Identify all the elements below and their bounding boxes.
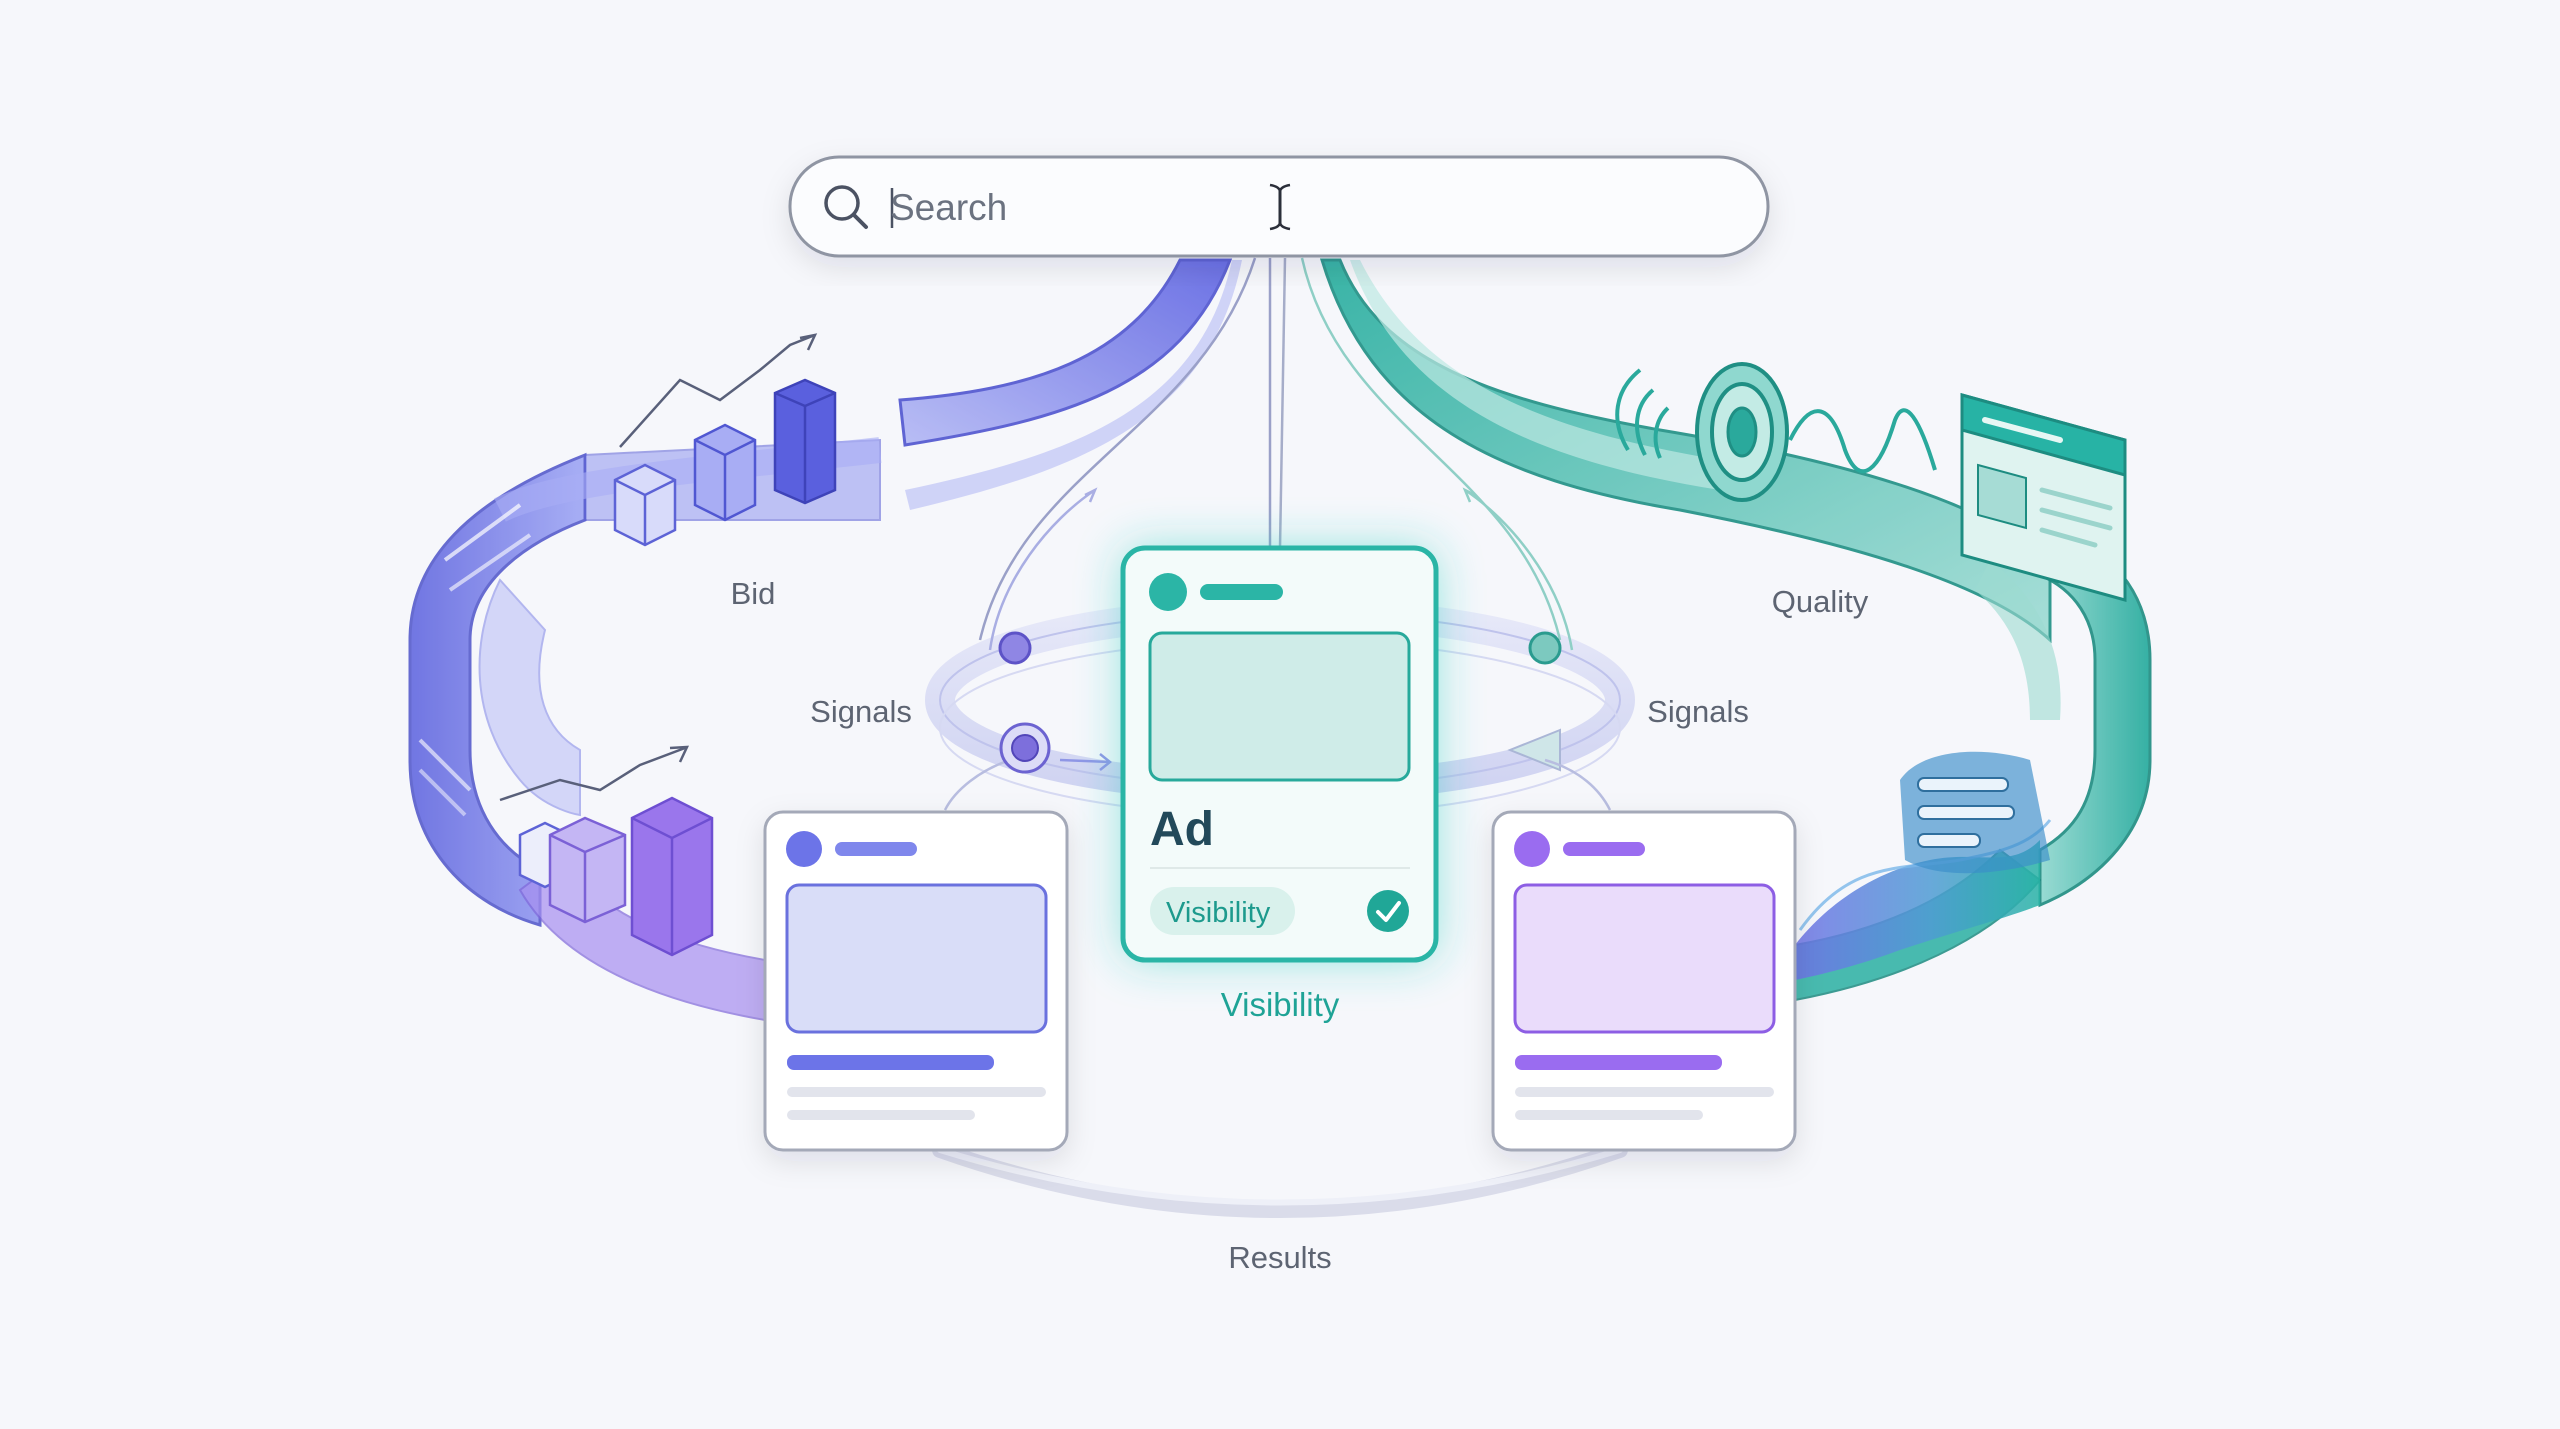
avatar: [1149, 573, 1187, 611]
avatar: [1514, 831, 1550, 867]
ad-title: Ad: [1150, 803, 1214, 856]
connector-lines: [943, 257, 1612, 811]
title-placeholder: [1563, 842, 1645, 856]
visibility-chip[interactable]: [1150, 887, 1295, 935]
text-cursor-icon: [1269, 183, 1291, 231]
title-placeholder: [1200, 584, 1283, 600]
label-signals-left: Signals: [810, 694, 912, 729]
visibility-chip-label: Visibility: [1166, 897, 1271, 929]
result-card-right[interactable]: [1491, 810, 1797, 1152]
search-bar[interactable]: Search: [788, 155, 1770, 258]
image-placeholder: [785, 883, 1048, 1034]
check-icon: [1367, 890, 1409, 932]
target-icon: [1615, 362, 1937, 502]
quality-ribbon: [1319, 258, 2152, 1002]
label-quality: Quality: [1772, 584, 1869, 619]
results-ring: [932, 1142, 1628, 1218]
text-line-placeholder: [787, 1055, 994, 1070]
text-line-placeholder: [1515, 1055, 1722, 1070]
browser-window-icon: [1960, 393, 2127, 602]
image-placeholder: [1148, 631, 1411, 782]
result-card-left[interactable]: [763, 810, 1069, 1152]
text-line-placeholder: [1515, 1087, 1774, 1097]
label-visibility: Visibility: [1221, 986, 1340, 1023]
text-line-placeholder: [787, 1110, 975, 1120]
bar-chart-icon-lower: [499, 745, 714, 957]
ad-card[interactable]: Ad Visibility: [1120, 545, 1439, 963]
title-placeholder: [835, 842, 917, 856]
image-placeholder: [1513, 883, 1776, 1034]
label-results: Results: [1228, 1240, 1331, 1275]
search-icon[interactable]: [824, 185, 868, 229]
signal-nodes: [998, 631, 1562, 774]
text-line-placeholder: [787, 1087, 1046, 1097]
label-signals-right: Signals: [1647, 694, 1749, 729]
avatar: [786, 831, 822, 867]
bar-chart-icon: [613, 333, 837, 547]
list-icon: [1917, 777, 2015, 848]
text-line-placeholder: [1515, 1110, 1703, 1120]
label-bid: Bid: [731, 576, 776, 611]
search-input[interactable]: Search: [890, 187, 1007, 228]
